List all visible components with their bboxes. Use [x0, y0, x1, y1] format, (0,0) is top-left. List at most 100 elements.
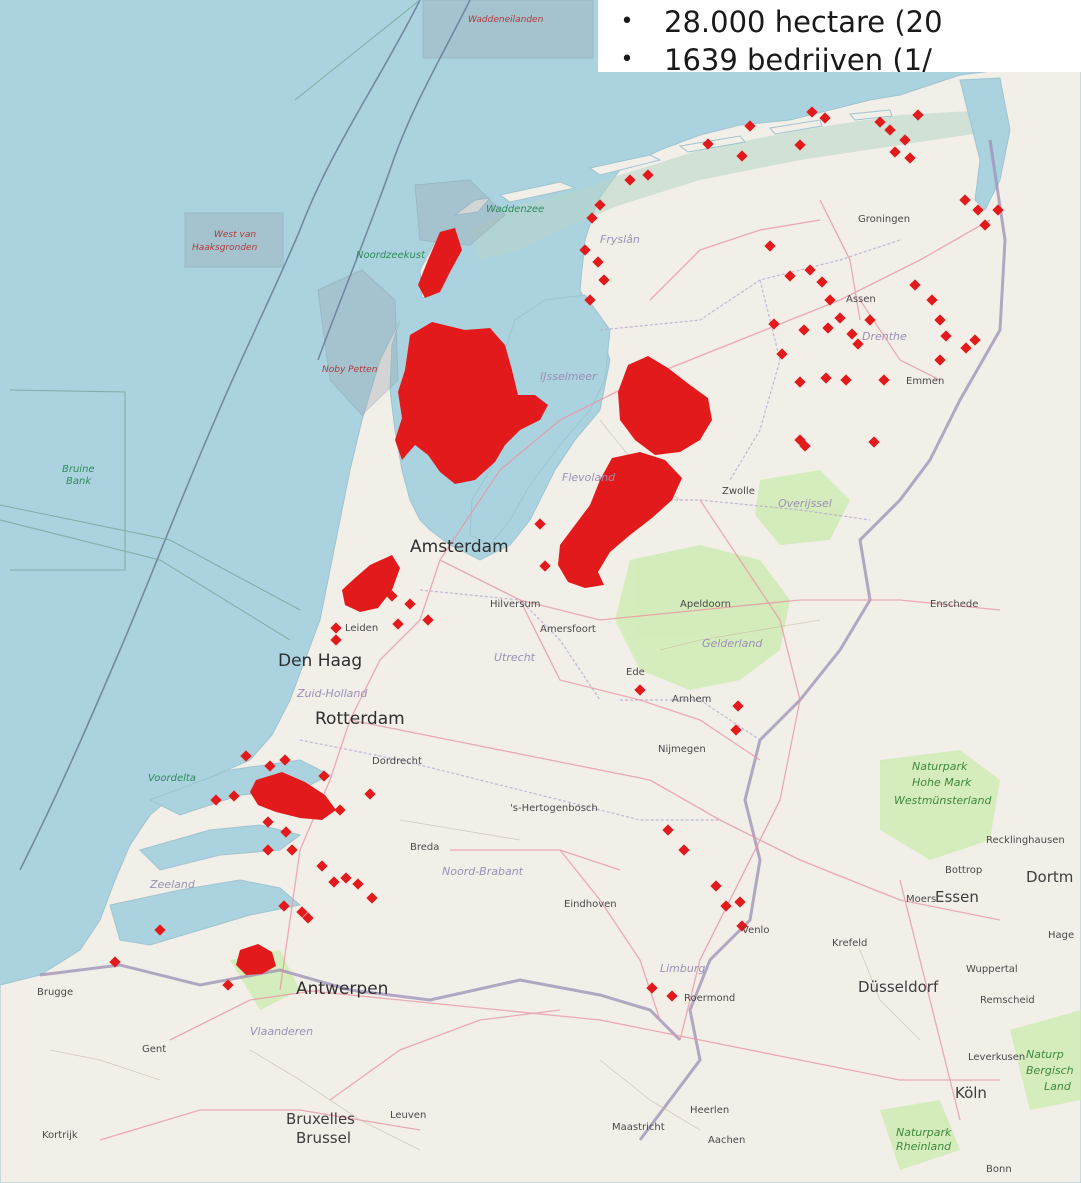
farm-marker[interactable] — [764, 240, 776, 252]
farm-marker[interactable] — [824, 294, 836, 306]
farm-marker[interactable] — [899, 134, 911, 146]
farm-marker[interactable] — [702, 138, 714, 150]
farm-marker[interactable] — [934, 354, 946, 366]
farm-marker[interactable] — [352, 878, 364, 890]
label-dordrecht: Dordrecht — [372, 756, 422, 767]
farm-marker[interactable] — [940, 330, 952, 342]
farm-marker[interactable] — [960, 342, 972, 354]
farm-marker[interactable] — [820, 372, 832, 384]
farm-marker[interactable] — [822, 322, 834, 334]
farm-marker[interactable] — [799, 440, 811, 452]
farm-marker[interactable] — [642, 169, 654, 181]
marker-cluster-bollenstreek[interactable] — [342, 555, 400, 612]
farm-marker[interactable] — [878, 374, 890, 386]
farm-marker[interactable] — [794, 376, 806, 388]
farm-marker[interactable] — [278, 900, 290, 912]
farm-marker[interactable] — [210, 794, 222, 806]
farm-marker[interactable] — [730, 724, 742, 736]
farm-marker[interactable] — [594, 199, 606, 211]
marker-cluster-goeree[interactable] — [250, 772, 336, 820]
marker-cluster-noordoostpolder[interactable] — [618, 356, 712, 455]
farm-marker[interactable] — [334, 804, 346, 816]
farm-marker[interactable] — [340, 872, 352, 884]
marker-cluster-texel[interactable] — [418, 228, 462, 298]
farm-marker[interactable] — [296, 906, 308, 918]
farm-marker[interactable] — [934, 314, 946, 326]
farm-marker[interactable] — [768, 318, 780, 330]
farm-marker[interactable] — [710, 880, 722, 892]
farm-marker[interactable] — [846, 328, 858, 340]
farm-marker[interactable] — [736, 150, 748, 162]
farm-marker[interactable] — [634, 684, 646, 696]
farm-markers[interactable] — [109, 106, 1004, 1002]
farm-marker[interactable] — [598, 274, 610, 286]
farm-marker[interactable] — [816, 276, 828, 288]
farm-marker[interactable] — [720, 900, 732, 912]
farm-marker[interactable] — [318, 770, 330, 782]
farm-marker[interactable] — [228, 790, 240, 802]
farm-marker[interactable] — [584, 294, 596, 306]
farm-marker[interactable] — [330, 634, 342, 646]
farm-marker[interactable] — [776, 348, 788, 360]
farm-marker[interactable] — [840, 374, 852, 386]
farm-marker[interactable] — [972, 204, 984, 216]
farm-marker[interactable] — [364, 788, 376, 800]
farm-marker[interactable] — [222, 979, 234, 991]
label-recklinghausen: Recklinghausen — [986, 835, 1065, 846]
farm-marker[interactable] — [864, 314, 876, 326]
marker-cluster-noord-holland[interactable] — [395, 322, 548, 484]
farm-marker[interactable] — [539, 560, 551, 572]
farm-marker[interactable] — [736, 920, 748, 932]
farm-marker[interactable] — [834, 312, 846, 324]
label-voordelta: Voordelta — [148, 773, 196, 784]
farm-marker[interactable] — [592, 256, 604, 268]
farm-marker[interactable] — [154, 924, 166, 936]
farm-marker[interactable] — [646, 982, 658, 994]
farm-marker[interactable] — [852, 338, 864, 350]
farm-marker[interactable] — [392, 618, 404, 630]
farm-marker[interactable] — [678, 844, 690, 856]
farm-marker[interactable] — [734, 896, 746, 908]
farm-marker[interactable] — [798, 324, 810, 336]
farm-marker[interactable] — [262, 844, 274, 856]
farm-marker[interactable] — [624, 174, 636, 186]
farm-marker[interactable] — [279, 754, 291, 766]
farm-marker[interactable] — [889, 146, 901, 158]
label-bergisch-2: Bergisch — [1026, 1064, 1074, 1077]
farm-marker[interactable] — [784, 270, 796, 282]
farm-marker[interactable] — [404, 598, 416, 610]
farm-marker[interactable] — [422, 614, 434, 626]
farm-marker[interactable] — [328, 876, 340, 888]
farm-marker[interactable] — [240, 750, 252, 762]
label-wuppertal: Wuppertal — [966, 964, 1018, 975]
farm-marker[interactable] — [804, 264, 816, 276]
farm-marker[interactable] — [732, 700, 744, 712]
farm-marker[interactable] — [302, 912, 314, 924]
marker-cluster-zeeuws-vlaanderen[interactable] — [236, 944, 276, 975]
marker-cluster-flevoland[interactable] — [558, 452, 682, 588]
farm-marker[interactable] — [534, 518, 546, 530]
farm-marker[interactable] — [979, 219, 991, 231]
farm-marker[interactable] — [579, 244, 591, 256]
farm-marker[interactable] — [316, 860, 328, 872]
farm-marker[interactable] — [868, 436, 880, 448]
farm-marker[interactable] — [262, 816, 274, 828]
farm-marker[interactable] — [662, 824, 674, 836]
farm-marker[interactable] — [794, 139, 806, 151]
farm-marker[interactable] — [969, 334, 981, 346]
farm-marker[interactable] — [959, 194, 971, 206]
farm-marker[interactable] — [264, 760, 276, 772]
farm-marker[interactable] — [330, 622, 342, 634]
farm-marker[interactable] — [666, 990, 678, 1002]
farm-marker[interactable] — [909, 279, 921, 291]
farm-marker[interactable] — [280, 826, 292, 838]
farm-marker[interactable] — [586, 212, 598, 224]
label-nijmegen: Nijmegen — [658, 744, 706, 755]
farm-marker[interactable] — [286, 844, 298, 856]
farm-marker[interactable] — [992, 204, 1004, 216]
farm-marker[interactable] — [386, 590, 398, 602]
farm-marker[interactable] — [904, 152, 916, 164]
farm-marker[interactable] — [366, 892, 378, 904]
farm-marker[interactable] — [926, 294, 938, 306]
